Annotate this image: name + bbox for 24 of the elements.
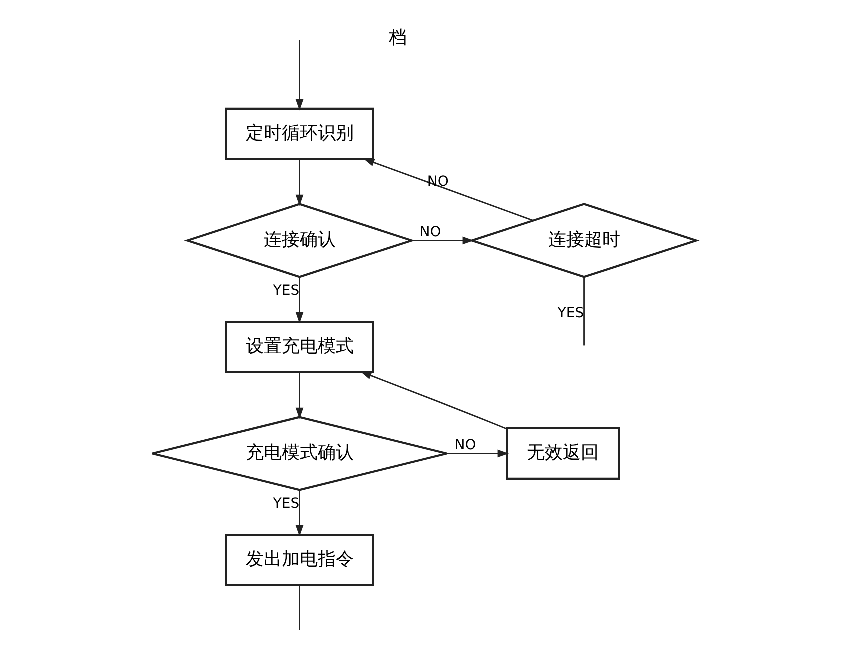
node-box: 设置充电模式 xyxy=(224,320,374,374)
node-diamond: 连接确认 xyxy=(184,203,415,278)
label: 档 xyxy=(388,28,406,49)
connector xyxy=(583,277,584,346)
node-box: 无效返回 xyxy=(506,427,620,480)
arrow xyxy=(295,40,304,111)
arrow xyxy=(362,158,533,222)
arrow xyxy=(360,372,507,430)
node-box: 发出加电指令 xyxy=(224,534,374,587)
arrow xyxy=(295,160,304,206)
edge-label: NO xyxy=(426,174,448,190)
edge-label: YES xyxy=(272,496,300,512)
arrow xyxy=(295,277,304,324)
arrow xyxy=(412,236,474,245)
arrow xyxy=(295,372,304,420)
node-diamond: 充电模式确认 xyxy=(151,416,448,492)
arrow xyxy=(446,450,509,458)
connector xyxy=(298,586,300,630)
edge-label: YES xyxy=(272,283,300,300)
edge-label: NO xyxy=(454,438,476,454)
edge-label: YES xyxy=(557,305,584,322)
arrow xyxy=(295,490,304,537)
edge-label: NO xyxy=(419,224,441,241)
node-box: 定时循环识别 xyxy=(224,108,374,160)
